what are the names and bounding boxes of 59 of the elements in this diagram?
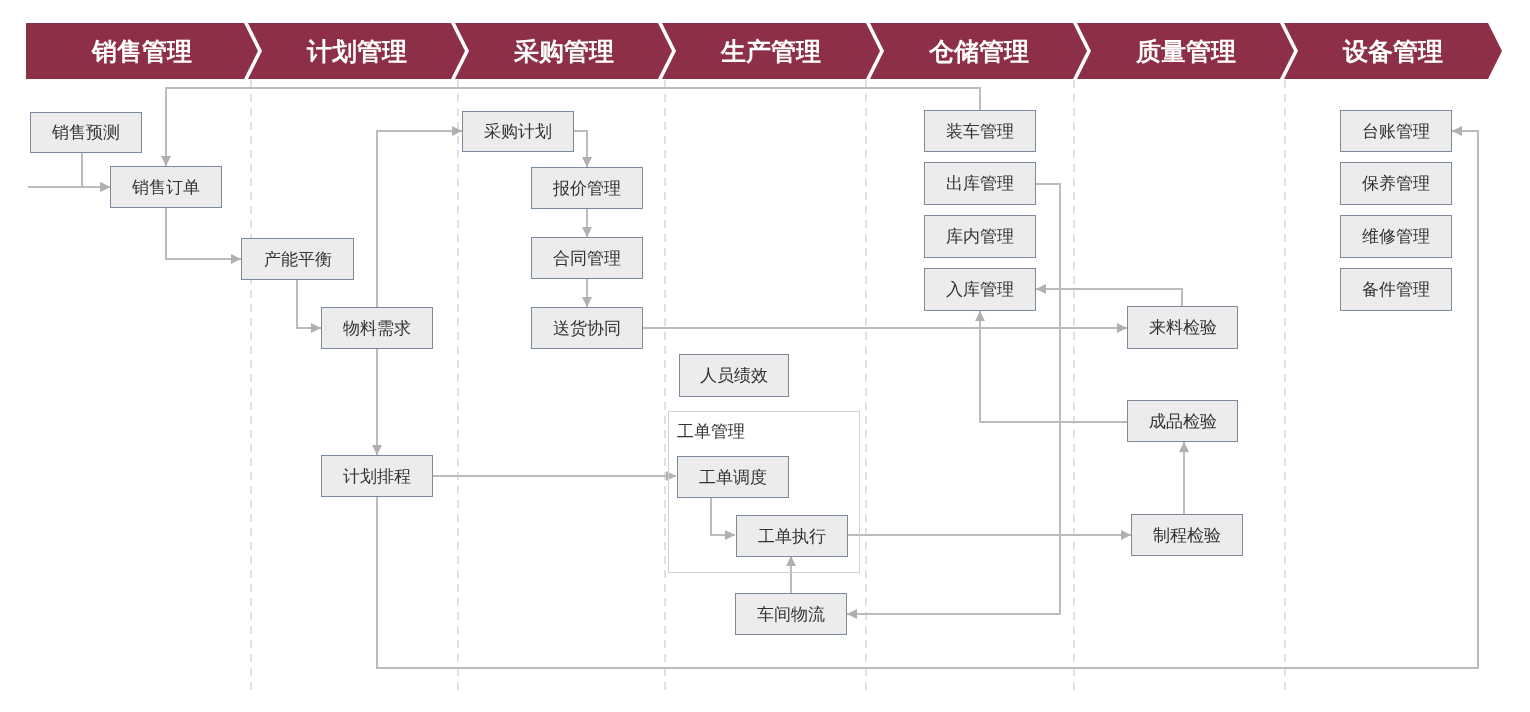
connector-arrow — [1035, 284, 1183, 307]
connector-arrow — [786, 555, 796, 594]
connector-arrow — [376, 126, 463, 308]
process-box: 维修管理 — [1340, 215, 1452, 258]
process-box: 来料检验 — [1127, 306, 1238, 349]
group-title: 工单管理 — [677, 420, 745, 443]
process-box: 合同管理 — [531, 237, 643, 279]
process-box: 销售预测 — [30, 112, 142, 153]
connector-arrow — [376, 126, 1479, 669]
stage-title: 仓储管理 — [928, 35, 1029, 68]
section-header — [26, 23, 258, 79]
stage-title: 设备管理 — [1343, 35, 1443, 68]
section-header — [1077, 23, 1294, 79]
connector-arrow — [165, 207, 242, 264]
section-header — [1284, 23, 1502, 79]
process-box: 物料需求 — [321, 307, 433, 349]
process-box: 工单执行 — [736, 515, 848, 557]
connector-arrow — [432, 471, 677, 481]
connector-arrow — [161, 87, 981, 167]
connector-arrow — [975, 310, 1128, 423]
stage-title: 计划管理 — [306, 35, 407, 68]
connector-arrow — [296, 279, 322, 333]
process-box: 送货协同 — [531, 307, 643, 349]
process-box: 装车管理 — [924, 110, 1036, 152]
process-box: 采购计划 — [462, 111, 574, 152]
connector-arrow — [582, 278, 592, 308]
stage-title: 质量管理 — [1135, 35, 1236, 68]
process-box: 车间物流 — [735, 593, 847, 635]
process-box: 制程检验 — [1131, 514, 1243, 556]
connector-arrow — [81, 152, 111, 192]
connector-arrow — [642, 323, 1128, 333]
process-box: 库内管理 — [924, 215, 1036, 258]
section-header — [662, 23, 880, 79]
connector-arrow — [372, 348, 382, 456]
process-box: 出库管理 — [924, 162, 1036, 205]
process-box: 产能平衡 — [241, 238, 354, 280]
connector-arrow — [573, 130, 592, 168]
process-box: 备件管理 — [1340, 268, 1452, 311]
connector-arrow — [846, 530, 1132, 540]
process-box: 人员绩效 — [679, 354, 789, 397]
stage-title: 销售管理 — [92, 35, 192, 68]
connector-arrow — [1179, 441, 1189, 515]
process-box: 计划排程 — [321, 455, 433, 497]
connector-arrow — [582, 208, 592, 238]
process-box: 报价管理 — [531, 167, 643, 209]
stage-title: 采购管理 — [513, 35, 614, 68]
process-box: 保养管理 — [1340, 162, 1452, 205]
section-header — [248, 23, 465, 79]
process-box: 销售订单 — [110, 166, 222, 208]
process-box: 成品检验 — [1127, 400, 1238, 442]
process-box: 入库管理 — [924, 268, 1036, 311]
connector-arrow — [710, 496, 736, 540]
connector-arrow — [846, 183, 1061, 619]
section-header — [455, 23, 672, 79]
process-box: 工单调度 — [677, 456, 789, 498]
section-header — [870, 23, 1087, 79]
group-frame — [668, 411, 860, 573]
stage-title: 生产管理 — [721, 35, 821, 68]
process-box: 台账管理 — [1340, 110, 1452, 152]
